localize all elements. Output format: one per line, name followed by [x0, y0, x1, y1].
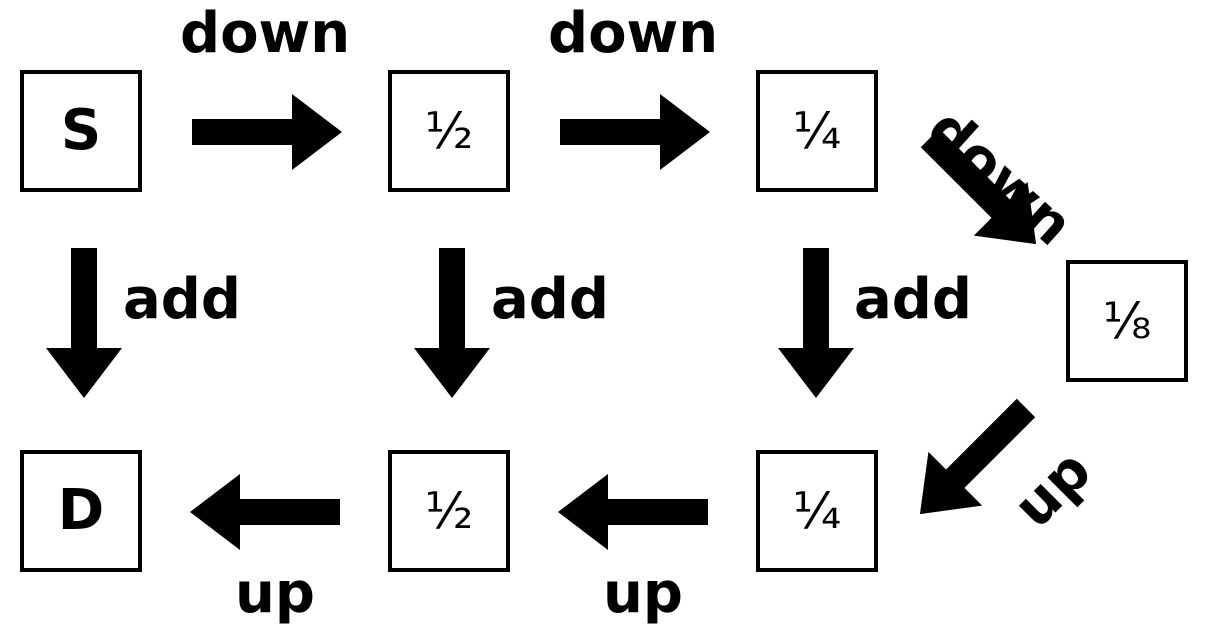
node-quarter-top: ¼	[756, 70, 878, 192]
label-half-add: add	[491, 267, 609, 332]
node-quarter-bottom-label: ¼	[792, 482, 842, 540]
arrow-half-to-quarter	[560, 94, 710, 170]
node-half-bottom: ½	[388, 450, 510, 572]
label-s-add: add	[123, 267, 241, 332]
node-quarter-top-label: ¼	[792, 102, 842, 160]
node-d-label: D	[57, 478, 105, 543]
arrow-s-to-half	[192, 94, 342, 170]
label-half-to-d: up	[235, 561, 315, 626]
label-quarter-add: add	[854, 267, 972, 332]
node-eighth: ⅛	[1066, 260, 1188, 382]
arrow-half-add	[414, 248, 490, 398]
node-s: S	[20, 70, 142, 192]
arrow-half-to-d	[190, 474, 340, 550]
node-quarter-bottom: ¼	[756, 450, 878, 572]
node-half-top: ½	[388, 70, 510, 192]
node-half-top-label: ½	[424, 102, 474, 160]
label-s-to-half: down	[180, 1, 351, 66]
label-half-to-quarter: down	[548, 1, 719, 66]
node-half-bottom-label: ½	[424, 482, 474, 540]
arrow-s-to-d	[46, 248, 122, 398]
label-quarter-to-half: up	[603, 561, 683, 626]
node-s-label: S	[60, 98, 102, 163]
node-eighth-label: ⅛	[1102, 292, 1152, 350]
arrow-quarter-add	[778, 248, 854, 398]
node-d: D	[20, 450, 142, 572]
arrow-quarter-to-half	[558, 474, 708, 550]
